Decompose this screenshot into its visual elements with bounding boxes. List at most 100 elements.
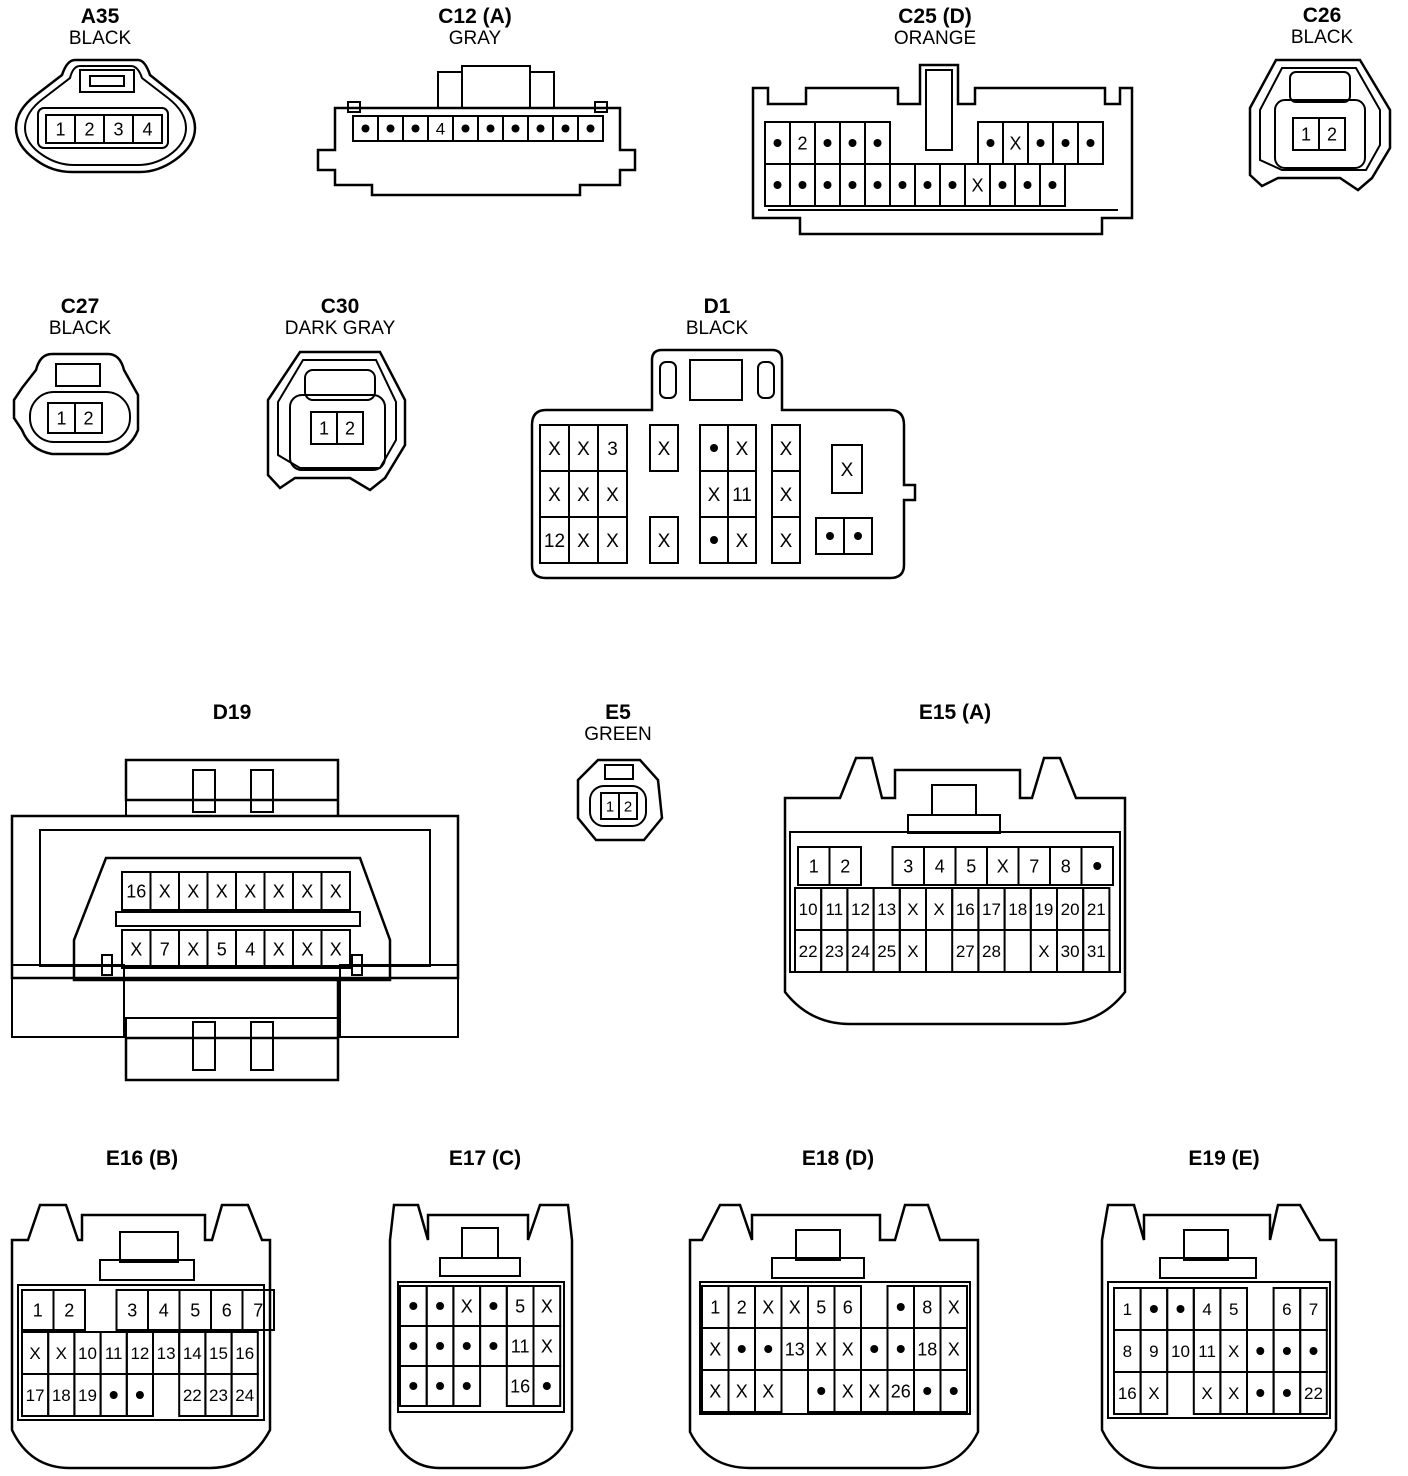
pin-label: 5 (190, 1300, 200, 1320)
pin-dot (561, 124, 570, 133)
connector-color: BLACK (685, 318, 749, 339)
connector-e19-label: E19 (E) (1144, 1148, 1304, 1170)
pin-cell (727, 516, 757, 564)
pin-label: X (736, 1381, 748, 1401)
pin-label: 8 (922, 1297, 932, 1317)
pin-label: 2 (84, 119, 94, 139)
pin-dot (489, 1302, 498, 1310)
pin-dot (1282, 1347, 1291, 1355)
pin-label: 3 (113, 119, 123, 139)
pin-cell (320, 929, 351, 969)
pin-label: 6 (1282, 1300, 1291, 1319)
pin-dot (411, 124, 420, 133)
pin-label: X (948, 1297, 960, 1317)
pin-dot (773, 139, 782, 147)
pin-dot (489, 1342, 498, 1350)
pin-label: 1 (55, 119, 65, 139)
pin-label: 23 (209, 1386, 228, 1405)
pin-cell (843, 517, 873, 555)
pin-label: 16 (1118, 1384, 1137, 1403)
pin-label: X (1148, 1384, 1159, 1403)
pin-dot (823, 139, 832, 147)
pin-dot (536, 124, 545, 133)
pin-label: 11 (732, 485, 752, 506)
pin-dot (436, 1382, 445, 1390)
pin-label: 11 (105, 1344, 123, 1363)
pin-label: 23 (825, 942, 844, 961)
pin-dot (462, 1342, 471, 1350)
pin-label: X (187, 881, 199, 901)
pin-label: 22 (183, 1386, 202, 1405)
connector-e5-label: E5 GREEN (538, 702, 698, 746)
pin-dot (923, 1387, 932, 1395)
connector-id: A35 (80, 5, 120, 28)
pin-dot (542, 1382, 551, 1390)
pin-label: X (658, 531, 671, 552)
pin-label: 26 (891, 1381, 911, 1401)
pin-label: 13 (785, 1339, 805, 1359)
pin-cell (230, 1373, 259, 1417)
pin-dot (361, 124, 370, 133)
pin-dot (109, 1391, 118, 1399)
pin-label: X (159, 881, 171, 901)
pin-cell (241, 1289, 275, 1331)
pin-cell (771, 516, 801, 564)
pin-dot (1149, 1305, 1158, 1313)
pin-cell (977, 929, 1006, 973)
pin-label: X (541, 1336, 553, 1356)
pin-label: X (187, 939, 199, 959)
pin-label: 5 (1229, 1300, 1238, 1319)
pin-label: X (907, 900, 918, 919)
pin-cell (132, 114, 163, 144)
connector-c12: 4 (316, 65, 637, 197)
connector-color: ORANGE (893, 28, 977, 49)
pin-label: 1 (319, 418, 329, 438)
pin-cell (754, 1369, 783, 1413)
pin-label: X (971, 175, 983, 195)
pin-label: 1 (33, 1300, 43, 1320)
pin-label: X (548, 485, 561, 506)
pin-label: 13 (877, 900, 896, 919)
pin-label: 30 (1061, 942, 1080, 961)
pin-label: X (1228, 1384, 1239, 1403)
pin-label: 4 (142, 119, 152, 139)
pin-cell (618, 792, 638, 820)
pin-label: 2 (83, 408, 93, 428)
pin-label: 16 (956, 900, 975, 919)
pin-label: 28 (982, 942, 1001, 961)
pin-cell (125, 1373, 155, 1417)
pin-label: 22 (1304, 1384, 1323, 1403)
pin-label: 3 (607, 439, 618, 460)
pin-cell (1080, 846, 1114, 886)
pin-label: 1 (1301, 124, 1311, 144)
pin-dot (409, 1302, 418, 1310)
pin-label: 19 (1034, 900, 1053, 919)
pin-label: 2 (345, 418, 355, 438)
pin-dot (737, 1345, 746, 1353)
pin-label: 10 (78, 1344, 97, 1363)
pin-label: 18 (1008, 900, 1027, 919)
connector-id: E19 (E) (1188, 1147, 1260, 1170)
connector-c27-label: C27 BLACK (0, 296, 160, 340)
pin-dot (461, 124, 470, 133)
pin-label: 11 (1198, 1342, 1216, 1361)
pin-cell (831, 444, 863, 494)
pin-label: X (709, 1339, 721, 1359)
pin-label: X (1228, 1342, 1239, 1361)
pin-label: X (708, 485, 721, 506)
pin-label: X (273, 939, 285, 959)
connector-color: GRAY (448, 28, 502, 49)
pin-dot (848, 139, 857, 147)
pin-dot (817, 1387, 826, 1395)
pin-label: 7 (1309, 1300, 1318, 1319)
pin-cell (74, 402, 103, 434)
pin-label: 4 (159, 1300, 169, 1320)
pin-label: 8 (1061, 856, 1071, 876)
pin-label: X (1038, 942, 1049, 961)
connector-e18-label: E18 (D) (758, 1148, 918, 1170)
